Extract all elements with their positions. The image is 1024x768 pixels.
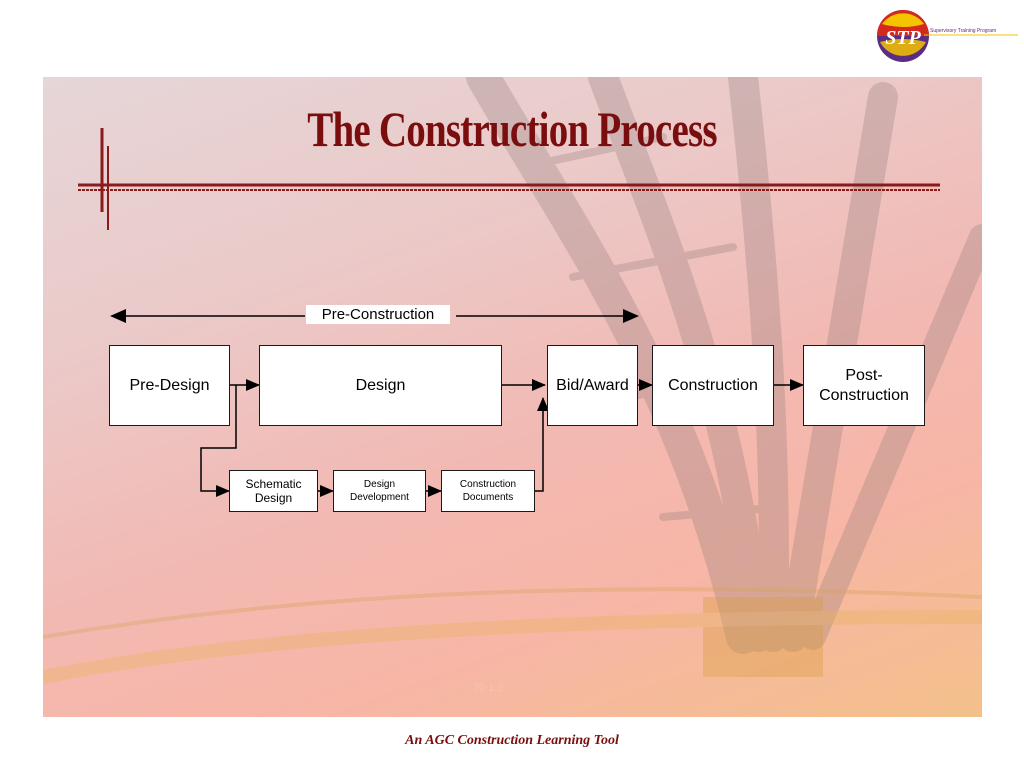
substep-design-development: Design Development bbox=[333, 470, 426, 512]
logo-tagline: Supervisory Training Program bbox=[930, 28, 996, 34]
construction-photo-backdrop bbox=[43, 77, 982, 684]
step-bid-award: Bid/Award bbox=[547, 345, 638, 426]
title-underline-decoration bbox=[78, 128, 940, 230]
step-pre-design: Pre-Design bbox=[109, 345, 230, 426]
arrow-into-schematic bbox=[200, 385, 237, 497]
stp-logo: STP Supervisory Training Program bbox=[877, 10, 1018, 62]
step-post-construction: Post- Construction bbox=[803, 345, 925, 426]
slide-title: The Construction Process bbox=[307, 101, 717, 157]
footer-tagline: An AGC Construction Learning Tool bbox=[405, 733, 619, 748]
substep-construction-documents: Construction Documents bbox=[441, 470, 535, 512]
logo-initials: STP bbox=[885, 27, 921, 49]
page-number: 70 1.3 bbox=[472, 682, 504, 694]
substep-schematic-design: Schematic Design bbox=[229, 470, 318, 512]
step-construction: Construction bbox=[652, 345, 774, 426]
pre-construction-label: Pre-Construction bbox=[306, 305, 450, 324]
pre-construction-span-arrow bbox=[110, 309, 639, 323]
step-design: Design bbox=[259, 345, 502, 426]
arrow-documents-to-bid bbox=[535, 397, 549, 492]
